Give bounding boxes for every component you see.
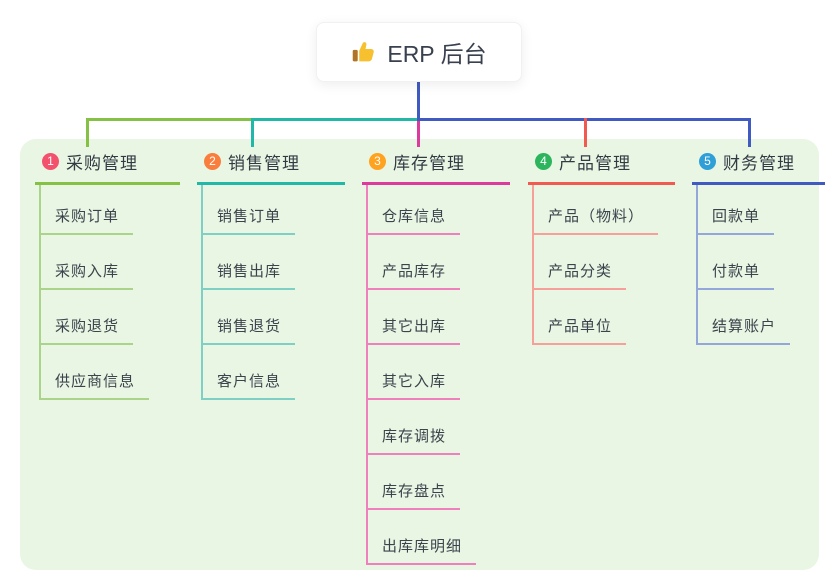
connector-branch-1-vertical [86,118,89,147]
root-title: ERP 后台 [387,41,487,67]
branch-node-inventory[interactable]: 3 库存管理 [362,146,510,185]
branch-product: 4 产品管理 产品（物料） 产品分类 产品单位 [528,146,675,345]
branch-children: 仓库信息 产品库存 其它出库 其它入库 库存调拨 库存盘点 出库库明细 [366,185,510,565]
branch-number-badge: 2 [204,153,221,170]
child-node[interactable]: 采购入库 [39,235,134,290]
connector-branch-2-horizontal [251,118,419,121]
branch-number-badge: 3 [369,153,386,170]
child-node[interactable]: 采购退货 [39,290,134,345]
root-node[interactable]: ERP 后台 [316,22,522,82]
branch-children: 采购订单 采购入库 采购退货 供应商信息 [39,185,180,400]
branch-title: 销售管理 [228,154,300,173]
branch-number-badge: 4 [535,153,552,170]
child-node[interactable]: 采购订单 [39,185,134,235]
child-node[interactable]: 产品分类 [532,235,627,290]
child-node[interactable]: 库存调拨 [366,400,461,455]
child-node[interactable]: 库存盘点 [366,455,461,510]
branch-number-badge: 1 [42,153,59,170]
branch-title: 财务管理 [723,154,795,173]
connector-branch-3-vertical [417,118,420,147]
branch-children: 产品（物料） 产品分类 产品单位 [532,185,675,345]
branch-child-line [532,185,534,345]
child-node[interactable]: 产品单位 [532,290,627,345]
child-node[interactable]: 供应商信息 [39,345,150,400]
thumbs-up-icon [351,39,377,65]
connector-root [417,82,420,121]
branch-node-sales[interactable]: 2 销售管理 [197,146,345,185]
child-node[interactable]: 结算账户 [696,290,791,345]
branch-child-line [696,185,698,345]
child-node[interactable]: 产品（物料） [532,185,659,235]
connector-branch-4-vertical [584,118,587,147]
branch-title: 库存管理 [393,154,465,173]
child-node[interactable]: 产品库存 [366,235,461,290]
branch-children: 销售订单 销售出库 销售退货 客户信息 [201,185,345,400]
branch-children: 回款单 付款单 结算账户 [696,185,825,345]
child-node[interactable]: 回款单 [696,185,775,235]
branch-inventory: 3 库存管理 仓库信息 产品库存 其它出库 其它入库 库存调拨 库存盘点 出库库… [362,146,510,565]
child-node[interactable]: 客户信息 [201,345,296,400]
child-node[interactable]: 出库库明细 [366,510,477,565]
branch-sales: 2 销售管理 销售订单 销售出库 销售退货 客户信息 [197,146,345,400]
branches-panel [20,139,819,570]
child-node[interactable]: 其它入库 [366,345,461,400]
child-node[interactable]: 销售订单 [201,185,296,235]
child-node[interactable]: 仓库信息 [366,185,461,235]
branch-node-product[interactable]: 4 产品管理 [528,146,675,185]
branch-child-line [366,185,368,565]
child-node[interactable]: 销售出库 [201,235,296,290]
branch-number-badge: 5 [699,153,716,170]
branch-purchase: 1 采购管理 采购订单 采购入库 采购退货 供应商信息 [35,146,180,400]
branch-child-line [201,185,203,400]
child-node[interactable]: 销售退货 [201,290,296,345]
branch-finance: 5 财务管理 回款单 付款单 结算账户 [692,146,825,345]
branch-title: 采购管理 [66,154,138,173]
child-node[interactable]: 其它出库 [366,290,461,345]
child-node[interactable]: 付款单 [696,235,775,290]
branch-child-line [39,185,41,400]
branch-node-purchase[interactable]: 1 采购管理 [35,146,180,185]
branch-title: 产品管理 [559,154,631,173]
branch-node-finance[interactable]: 5 财务管理 [692,146,825,185]
connector-branch-2-vertical [251,118,254,147]
connector-branch-5-vertical [748,118,751,147]
